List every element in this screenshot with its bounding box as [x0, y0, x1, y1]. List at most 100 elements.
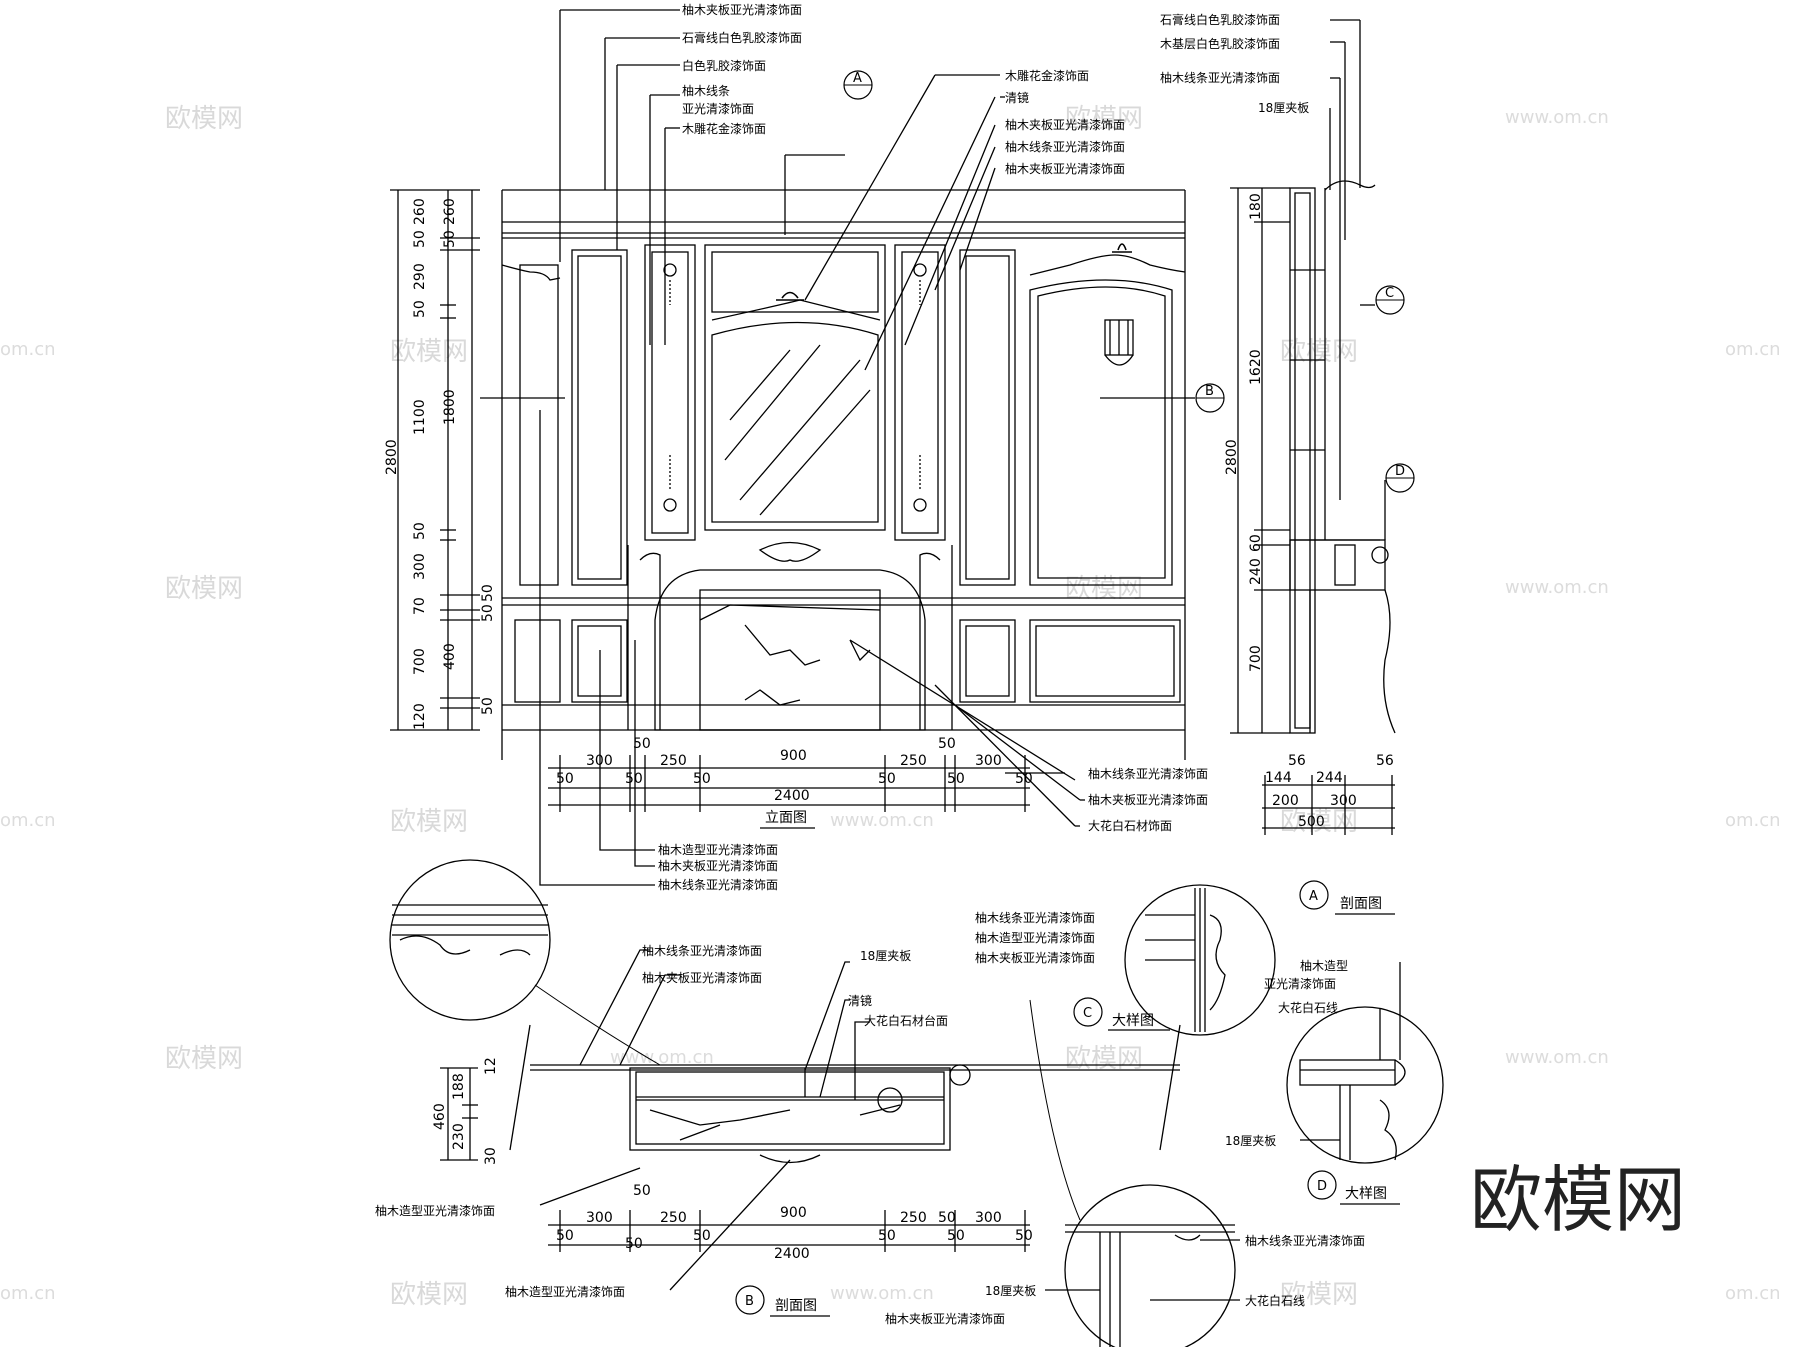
detail-circle-left	[389, 859, 661, 1066]
label: 柚木线条亚光清漆饰面	[1160, 70, 1280, 85]
watermark-brand: 欧模网	[165, 1044, 243, 1074]
label: 柚木线条亚光清漆饰面	[642, 943, 762, 958]
dim: 250	[900, 753, 927, 769]
dim: 300	[975, 753, 1002, 769]
dim: 240	[1248, 558, 1264, 585]
watermark-brand: 欧模网	[1065, 574, 1143, 604]
fireplace-surround	[627, 541, 953, 731]
detail-bottom-labels: 柚木线条亚光清漆饰面 大花白石线 18厘夹板 柚木夹板亚光清漆饰面	[885, 1233, 1365, 1326]
dim: 230	[451, 1123, 467, 1150]
watermark-url: om.cn	[1725, 810, 1781, 831]
dim: 120	[412, 703, 428, 730]
dim: 50	[625, 771, 643, 787]
label: 18厘夹板	[860, 949, 911, 963]
dim: 2800	[384, 439, 400, 475]
dim: 12	[483, 1057, 499, 1075]
dim: 50	[1015, 771, 1033, 787]
dim: 50	[480, 697, 496, 715]
watermark-brand: 欧模网	[1065, 1044, 1143, 1074]
dim: 200	[1272, 793, 1299, 809]
label: 柚木线条亚光清漆饰面	[1088, 766, 1208, 781]
dim: 50	[412, 230, 428, 248]
label: 柚木夹板亚光清漆饰面	[1005, 161, 1125, 176]
watermark-brand: 欧模网	[390, 1280, 468, 1310]
section-bubble-b: B	[745, 1294, 754, 1309]
dim: 300	[586, 753, 613, 769]
section-b-labels: 柚木线条亚光清漆饰面 柚木夹板亚光清漆饰面 18厘夹板 清镜 大花白石材台面 柚…	[375, 943, 1033, 1317]
label: 亚光清漆饰面	[682, 102, 754, 116]
label: 柚木夹板亚光清漆饰面	[642, 970, 762, 985]
dim: 900	[780, 748, 807, 764]
dim: 1800	[442, 389, 458, 425]
label: 柚木线条亚光清漆饰面	[975, 910, 1095, 925]
watermark-url: om.cn	[0, 810, 56, 831]
wall-sconce	[1104, 319, 1134, 366]
label: 柚木线条亚光清漆饰面	[1245, 1233, 1365, 1248]
dim: 50	[938, 736, 956, 752]
dim: 70	[412, 597, 428, 615]
dim: 300	[412, 553, 428, 580]
dim: 1620	[1248, 349, 1264, 385]
watermark-url: www.om.cn	[1505, 1047, 1609, 1068]
label: 石膏线白色乳胶漆饰面	[1160, 12, 1280, 27]
dim: 50	[947, 771, 965, 787]
watermark-url: om.cn	[1725, 339, 1781, 360]
label: 亚光清漆饰面	[1264, 977, 1336, 991]
dim: 250	[900, 1210, 927, 1226]
label: 柚木夹板亚光清漆饰面	[1088, 792, 1208, 807]
label: 大花白石材台面	[864, 1013, 948, 1028]
dim: 50	[947, 1228, 965, 1244]
detail-bubble-c: C	[1385, 286, 1394, 301]
label: 柚木造型亚光清漆饰面	[658, 842, 778, 857]
dim: 56	[1288, 753, 1306, 769]
label: 柚木造型亚光清漆饰面	[375, 1203, 495, 1218]
watermark-layer: 欧模网 欧模网 www.om.cn 欧模网 欧模网 om.cn om.cn 欧模…	[0, 104, 1781, 1310]
watermark-brand: 欧模网	[390, 337, 468, 367]
detail-bubble-d: D	[1317, 1179, 1327, 1194]
label: 18厘夹板	[1225, 1134, 1276, 1148]
watermark-brand: 欧模网	[1280, 337, 1358, 367]
dim: 250	[660, 753, 687, 769]
label: 柚木线条	[682, 83, 730, 98]
watermark-brand: 欧模网	[1065, 104, 1143, 134]
label: 柚木线条亚光清漆饰面	[658, 877, 778, 892]
watermark-url: om.cn	[0, 339, 56, 360]
dim: 400	[442, 643, 458, 670]
section-a-labels: 石膏线白色乳胶漆饰面 木基层白色乳胶漆饰面 柚木线条亚光清漆饰面 18厘夹板 1…	[1160, 12, 1415, 915]
watermark-url: om.cn	[0, 1283, 56, 1304]
detail-bubble-c: C	[1083, 1006, 1092, 1021]
detail-d-title: 大样图	[1345, 1186, 1387, 1202]
dim: 50	[878, 771, 896, 787]
label: 柚木线条亚光清漆饰面	[1005, 139, 1125, 154]
watermark-url: www.om.cn	[610, 1047, 714, 1068]
section-bubble-a: A	[1309, 889, 1318, 904]
dim: 2400	[774, 788, 810, 804]
dim: 50	[556, 771, 574, 787]
dim: 460	[432, 1103, 448, 1130]
dim: 700	[412, 648, 428, 675]
label: 18厘夹板	[985, 1284, 1036, 1298]
label: 木雕花金漆饰面	[682, 121, 766, 136]
detail-bottom-circle	[1029, 999, 1240, 1347]
dim: 50	[480, 584, 496, 602]
dim: 290	[412, 263, 428, 290]
dim: 1100	[412, 399, 428, 435]
section-a-title: 剖面图	[1340, 896, 1382, 912]
elevation-labels: 柚木夹板亚光清漆饰面 石膏线白色乳胶漆饰面 白色乳胶漆饰面 柚木线条 亚光清漆饰…	[384, 2, 1225, 892]
dim: 2400	[774, 1246, 810, 1262]
section-a-view	[1230, 19, 1396, 835]
label: 柚木造型亚光清漆饰面	[505, 1284, 625, 1299]
detail-c-labels: 柚木线条亚光清漆饰面 柚木造型亚光清漆饰面 柚木夹板亚光清漆饰面 C 大样图	[975, 910, 1170, 1031]
detail-d-labels: 柚木造型 亚光清漆饰面 大花白石线 18厘夹板 D 大样图	[1225, 958, 1400, 1205]
dim: 60	[1248, 534, 1264, 552]
detail-c-title: 大样图	[1112, 1013, 1154, 1029]
dim: 50	[633, 736, 651, 752]
watermark-url: www.om.cn	[830, 1283, 934, 1304]
dim: 50	[556, 1228, 574, 1244]
label: 大花白石线	[1245, 1293, 1305, 1308]
dim: 260	[412, 198, 428, 225]
dim: 50	[693, 771, 711, 787]
watermark-brand: 欧模网	[1280, 1280, 1358, 1310]
dim: 50	[480, 604, 496, 622]
